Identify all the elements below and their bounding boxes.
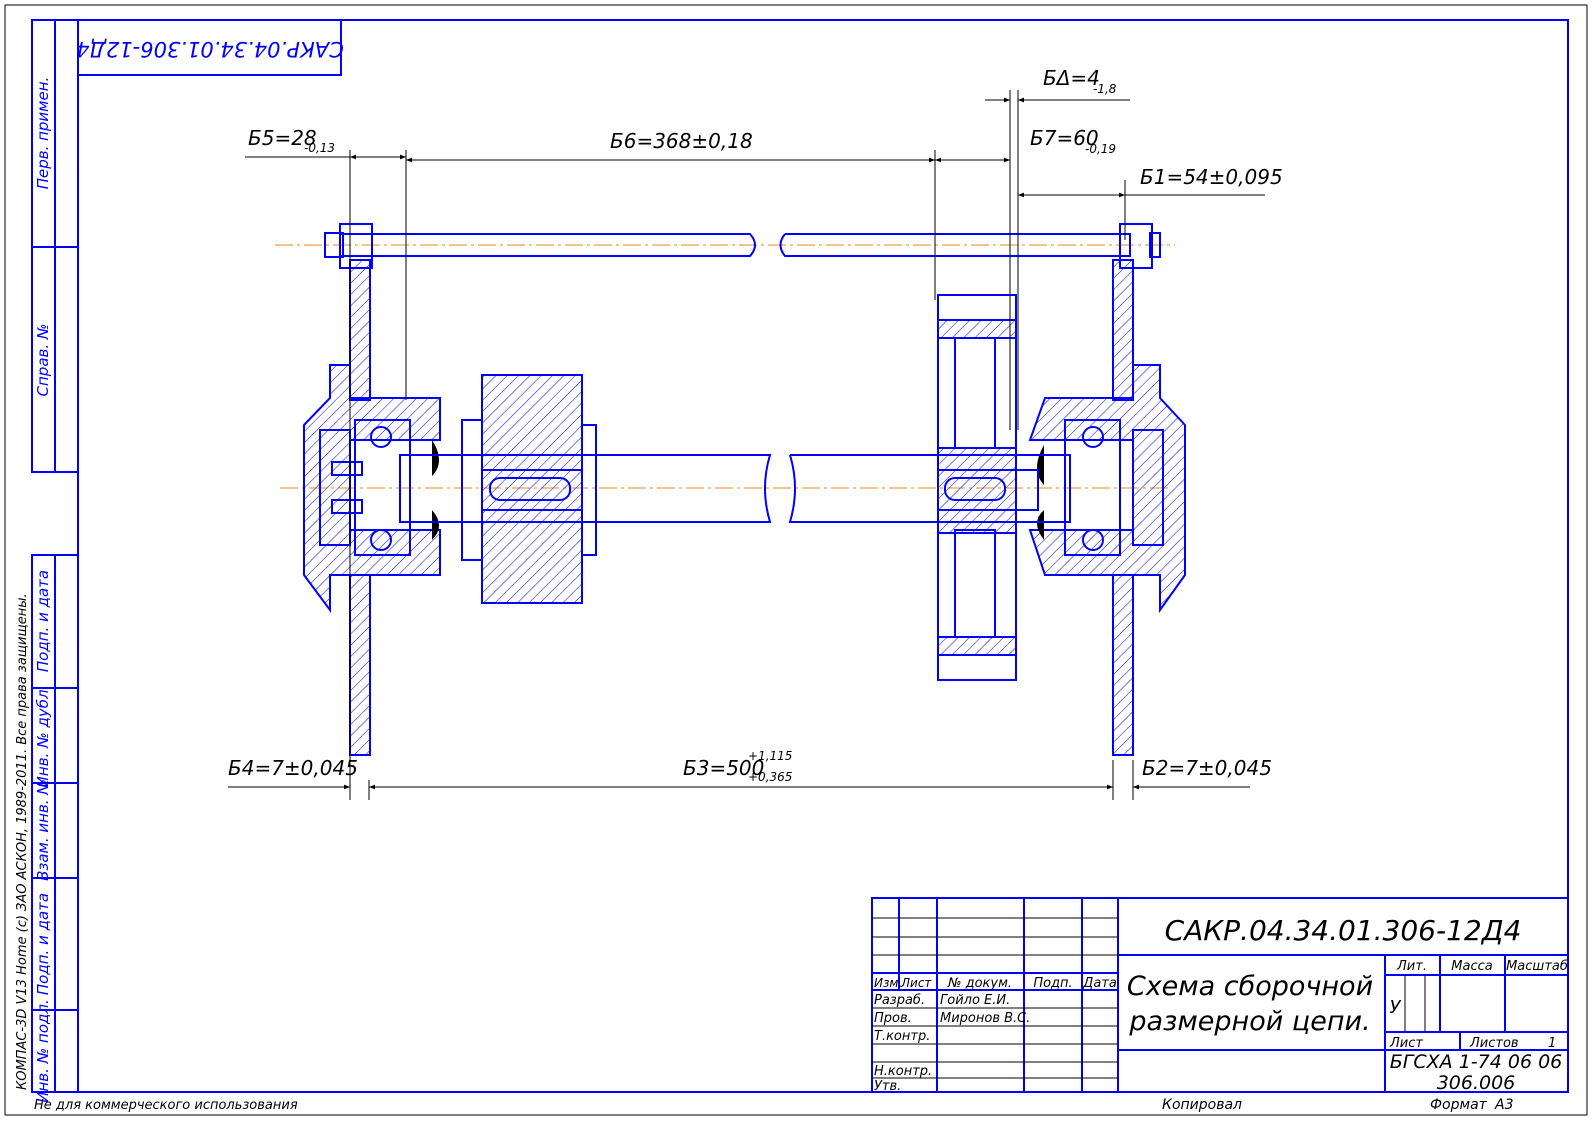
footer-format-label: Формат: [1430, 1097, 1488, 1113]
dim-b5-main: Б5=28: [248, 126, 317, 150]
razrab-label: Разраб.: [874, 993, 925, 1008]
org-line1: БГСХА 1-74 06 06: [1390, 1051, 1563, 1073]
col-izm: Изм.: [874, 976, 902, 990]
left-strip-inv-dubl: Инв. № дубл.: [34, 685, 52, 788]
dim-b6: Б6=368±0,18: [610, 129, 753, 153]
dim-bdelta-tol: -1,8: [1093, 82, 1117, 96]
org-line2: 306.006: [1437, 1072, 1516, 1094]
dim-b3-tol-lower: +0,365: [748, 770, 792, 784]
footer-format-value: А3: [1494, 1097, 1513, 1113]
left-strip-vzam-inv: Взам. инв. №: [34, 779, 52, 881]
razrab-name: Гойло Е.И.: [940, 993, 1010, 1008]
dimension-lines: [228, 97, 1265, 790]
tie-rod: [324, 223, 1161, 269]
right-gear: [937, 294, 1039, 681]
footer-noncommercial: Не для коммерческого использования: [34, 1098, 298, 1113]
left-gear: [461, 374, 597, 604]
dim-b3-main: Б3=500: [683, 756, 764, 780]
dim-b7-main: Б7=60: [1030, 126, 1099, 150]
left-strip-sprav-no: Справ. №: [34, 324, 52, 397]
listov-value: 1: [1548, 1036, 1556, 1051]
col-data: Дата: [1082, 976, 1117, 991]
right-housing-wall: [1112, 259, 1134, 756]
col-list: Лист: [900, 976, 932, 990]
sheet-outer-border: [4, 4, 1588, 1116]
left-strip-inv-podl: Инв. № подл.: [34, 999, 52, 1102]
dim-b7-tol: -0,19: [1085, 142, 1116, 156]
dim-b3-tol-upper: +1,115: [748, 749, 792, 763]
title-name-line1: Схема сборочной: [1127, 971, 1373, 1002]
nkontr-label: Н.контр.: [874, 1064, 932, 1079]
dim-b2: Б2=7±0,045: [1142, 756, 1272, 780]
tkontr-label: Т.контр.: [874, 1029, 930, 1044]
title-name-line2: размерной цепи.: [1128, 1006, 1370, 1037]
utv-label: Утв.: [874, 1079, 901, 1094]
dim-b4: Б4=7±0,045: [228, 756, 358, 780]
vertical-copyright-note: КОМПАС-3D V13 Home (с) ЗАО АСКОН, 1989-2…: [15, 593, 30, 1090]
massa-label: Масса: [1451, 959, 1492, 974]
prov-label: Пров.: [874, 1011, 912, 1026]
masshtab-label: Масштаб: [1506, 959, 1568, 974]
dim-b1: Б1=54±0,095: [1140, 165, 1283, 189]
left-strip-podp-data-1: Подп. и дата: [34, 570, 52, 672]
lit-label: Лит.: [1396, 959, 1427, 974]
left-strip: Перв. примен. Справ. № Подп. и дата Инв.…: [31, 19, 79, 1103]
list-label: Лист: [1389, 1036, 1423, 1051]
col-podp: Подп.: [1033, 976, 1072, 991]
col-doc: № докум.: [947, 976, 1012, 991]
dim-b5-tol: -0,13: [304, 141, 335, 155]
prov-name: Миронов В.С.: [940, 1011, 1030, 1026]
top-stamp-text: САКР.04.34.01.306-12Д4: [76, 37, 344, 61]
left-housing-wall: [349, 259, 371, 756]
dimension-extension-lines: [349, 90, 1134, 800]
footer-kopiroval: Копировал: [1162, 1097, 1242, 1113]
lit-value: У: [1390, 997, 1402, 1018]
title-block: [871, 897, 1569, 1093]
listov-label: Листов: [1469, 1036, 1519, 1051]
left-strip-podp-data-2: Подп. и дата: [34, 893, 52, 995]
left-strip-perv-primen: Перв. примен.: [34, 77, 52, 190]
title-designation: САКР.04.34.01.306-12Д4: [1165, 914, 1522, 947]
dim-bdelta-main: БΔ=4: [1043, 66, 1100, 90]
